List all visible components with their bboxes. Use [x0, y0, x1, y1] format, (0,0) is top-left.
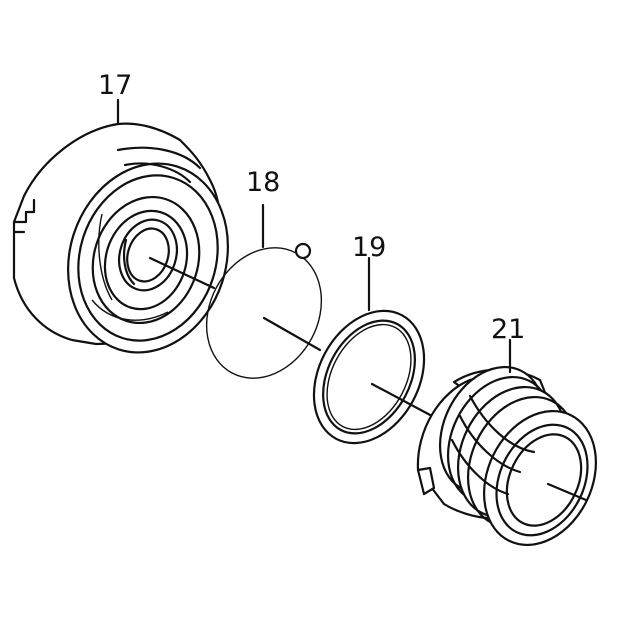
part-21-spring	[416, 338, 598, 547]
label-17: 17	[98, 70, 132, 101]
label-21: 21	[491, 314, 525, 345]
label-19: 19	[352, 232, 386, 263]
label-18: 18	[246, 167, 280, 198]
part-18-gasket	[205, 203, 323, 379]
part-19-washer	[312, 256, 434, 445]
part-17-housing	[12, 98, 229, 354]
